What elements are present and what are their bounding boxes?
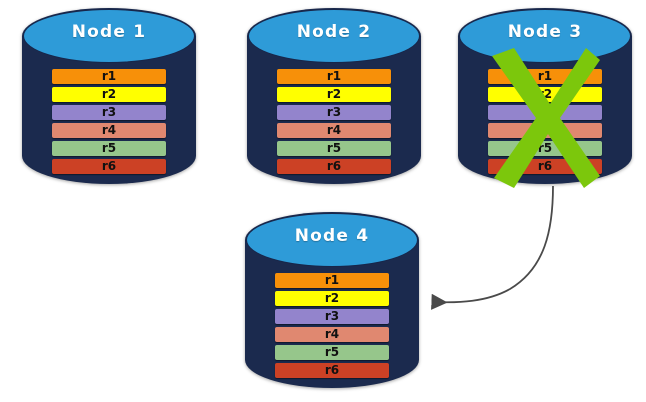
node-2-row-r4-label: r4 bbox=[326, 123, 342, 137]
node-2-row-r5[interactable]: r5 bbox=[276, 141, 392, 156]
node-3-row-r4[interactable]: r4 bbox=[487, 123, 603, 138]
node-4-row-r5-label: r5 bbox=[324, 345, 340, 359]
node-1-row-stack: r1 r2 r3 r4 r5 r6 bbox=[51, 69, 167, 174]
node-1-cylinder-top bbox=[23, 9, 195, 63]
node-4-row-r1[interactable]: r1 bbox=[274, 273, 390, 288]
node-2[interactable]: Node 2 r1 r2 r3 r4 r5 r6 bbox=[247, 8, 421, 184]
node-3-row-r2[interactable]: r2 bbox=[487, 87, 603, 102]
node-3-cylinder-top bbox=[459, 9, 631, 63]
node-2-row-r6-label: r6 bbox=[326, 159, 342, 173]
node-1[interactable]: Node 1 r1 r2 r3 r4 r5 r6 bbox=[22, 8, 196, 184]
node-2-row-r3-label: r3 bbox=[326, 105, 342, 119]
node-4-row-r2[interactable]: r2 bbox=[274, 291, 390, 306]
node-2-row-stack: r1 r2 r3 r4 r5 r6 bbox=[276, 69, 392, 174]
node-4-row-r3[interactable]: r3 bbox=[274, 309, 390, 324]
node-1-row-r1[interactable]: r1 bbox=[51, 69, 167, 84]
node-1-row-r6-label: r6 bbox=[101, 159, 117, 173]
node-1-row-r2-label: r2 bbox=[101, 87, 117, 101]
node-4-row-r6-label: r6 bbox=[324, 363, 340, 377]
node-2-row-r1[interactable]: r1 bbox=[276, 69, 392, 84]
failover-arrow-path bbox=[431, 185, 554, 310]
node-3-row-r6-label: r6 bbox=[537, 159, 553, 173]
node-4-row-r4[interactable]: r4 bbox=[274, 327, 390, 342]
node-3-row-r3[interactable]: r3 bbox=[487, 105, 603, 120]
node-3-row-r6[interactable]: r6 bbox=[487, 159, 603, 174]
node-2-cylinder-top bbox=[248, 9, 420, 63]
node-1-row-r2[interactable]: r2 bbox=[51, 87, 167, 102]
node-4-row-r6[interactable]: r6 bbox=[274, 363, 390, 378]
node-2-row-r2[interactable]: r2 bbox=[276, 87, 392, 102]
node-4-row-r3-label: r3 bbox=[324, 309, 340, 323]
node-4-row-r1-label: r1 bbox=[324, 273, 340, 287]
node-4[interactable]: Node 4 r1 r2 r3 r4 r5 r6 bbox=[245, 212, 419, 388]
node-2-row-r5-label: r5 bbox=[326, 141, 342, 155]
node-2-row-r2-label: r2 bbox=[326, 87, 342, 101]
node-3-row-r4-label: r4 bbox=[537, 123, 553, 137]
node-4-cylinder-top bbox=[246, 213, 418, 267]
node-2-row-r1-label: r1 bbox=[326, 69, 342, 83]
node-3-row-r1[interactable]: r1 bbox=[487, 69, 603, 84]
node-4-row-r2-label: r2 bbox=[324, 291, 340, 305]
node-3-row-r1-label: r1 bbox=[537, 69, 553, 83]
node-1-row-r4[interactable]: r4 bbox=[51, 123, 167, 138]
node-4-row-stack: r1 r2 r3 r4 r5 r6 bbox=[274, 273, 390, 378]
node-1-row-r4-label: r4 bbox=[101, 123, 117, 137]
node-3-row-r5-label: r5 bbox=[537, 141, 553, 155]
node-1-row-r1-label: r1 bbox=[101, 69, 117, 83]
node-4-row-r5[interactable]: r5 bbox=[274, 345, 390, 360]
node-2-row-r4[interactable]: r4 bbox=[276, 123, 392, 138]
node-2-row-r6[interactable]: r6 bbox=[276, 159, 392, 174]
node-3-row-r5[interactable]: r5 bbox=[487, 141, 603, 156]
node-1-row-r5-label: r5 bbox=[101, 141, 117, 155]
node-1-row-r3[interactable]: r3 bbox=[51, 105, 167, 120]
node-3-row-r3-label: r3 bbox=[537, 105, 553, 119]
node-1-row-r6[interactable]: r6 bbox=[51, 159, 167, 174]
node-2-row-r3[interactable]: r3 bbox=[276, 105, 392, 120]
node-3-row-stack: r1 r2 r3 r4 r5 r6 bbox=[487, 69, 603, 174]
node-3-row-r2-label: r2 bbox=[537, 87, 553, 101]
node-4-row-r4-label: r4 bbox=[324, 327, 340, 341]
node-1-row-r5[interactable]: r5 bbox=[51, 141, 167, 156]
node-1-row-r3-label: r3 bbox=[101, 105, 117, 119]
node-3[interactable]: Node 3 r1 r2 r3 r4 r5 r6 bbox=[458, 8, 632, 188]
